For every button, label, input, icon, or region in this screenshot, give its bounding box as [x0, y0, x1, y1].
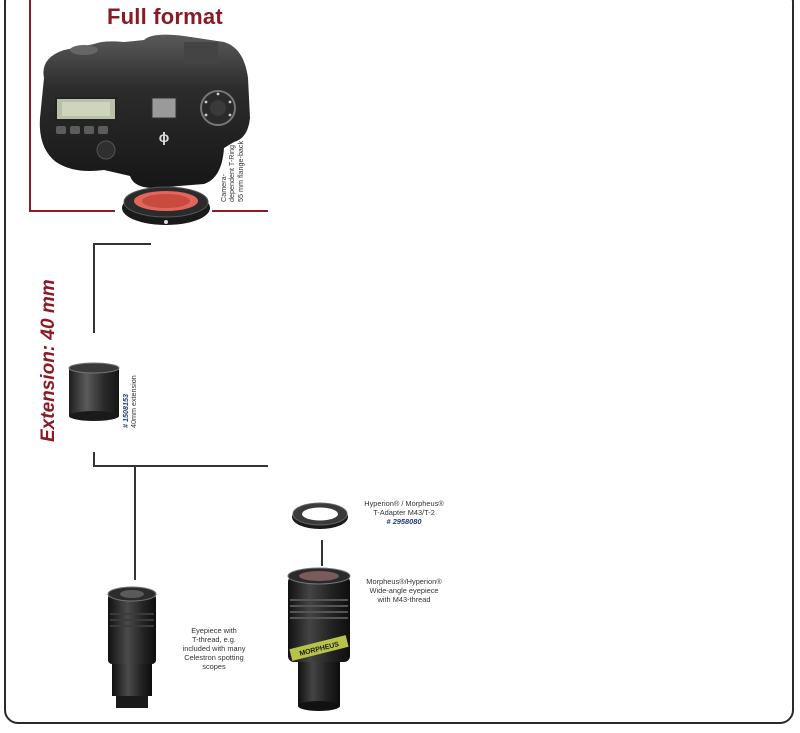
- camera-bracket-vertical: [29, 0, 31, 212]
- adapter-article: # 2958080: [386, 517, 422, 526]
- tadapter-image: [292, 502, 348, 529]
- camera-body-image: ɸ: [39, 34, 250, 188]
- svg-text:ɸ: ɸ: [159, 129, 170, 145]
- adapter-caption-line2: T-Adapter M43/T-2: [373, 508, 435, 517]
- morpheus-caption-line1: Morpheus®/Hyperion®: [366, 577, 442, 586]
- tthread-caption-line5: scopes: [202, 662, 226, 671]
- morpheus-caption-line3: with M43-thread: [377, 595, 431, 604]
- tring-label: Camera- dependent T-Ring 55 mm flange-ba…: [219, 140, 245, 202]
- connector-left-vertical-lower: [93, 452, 95, 466]
- tring-image: [122, 186, 210, 225]
- connector-top-horizontal: [93, 243, 151, 245]
- camera-bracket-horizontal: [29, 210, 115, 212]
- tring-bracket-horizontal: [212, 210, 268, 212]
- connector-adapter-vertical: [321, 540, 323, 566]
- connector-left-vertical-upper: [93, 243, 95, 333]
- connector-eyepiece-vertical: [134, 466, 136, 580]
- morpheus-caption-line2: Wide-angle eyepiece: [369, 586, 439, 595]
- page-title: Full format: [107, 4, 223, 29]
- tring-label-line3: 55 mm flange-back: [235, 140, 245, 202]
- diagram-frame: [4, 0, 794, 724]
- adapter-caption: Hyperion® / Morpheus® T-Adapter M43/T-2 …: [344, 499, 464, 526]
- extension-label: Extension: 40 mm: [38, 279, 59, 442]
- tthread-eyepiece-caption: Eyepiece with T-thread, e.g. included wi…: [164, 626, 264, 671]
- extension-tube-label: # 1508153 40mm extension: [121, 375, 139, 428]
- tthread-caption-line2: T-thread, e.g.: [192, 635, 236, 644]
- tthread-caption-line4: Celestron spotting: [184, 653, 244, 662]
- morpheus-eyepiece-image: MORPHEUS: [287, 567, 351, 711]
- connector-bottom-horizontal: [93, 465, 268, 467]
- tthread-caption-line3: included with many: [182, 644, 246, 653]
- morpheus-eyepiece-caption: Morpheus®/Hyperion® Wide-angle eyepiece …: [344, 577, 464, 604]
- extension-tube-image: [68, 362, 120, 421]
- tthread-eyepiece-image: [107, 586, 157, 708]
- extension-tube-desc: 40mm extension: [129, 375, 139, 428]
- tthread-caption-line1: Eyepiece with: [191, 626, 237, 635]
- adapter-caption-line1: Hyperion® / Morpheus®: [364, 499, 444, 508]
